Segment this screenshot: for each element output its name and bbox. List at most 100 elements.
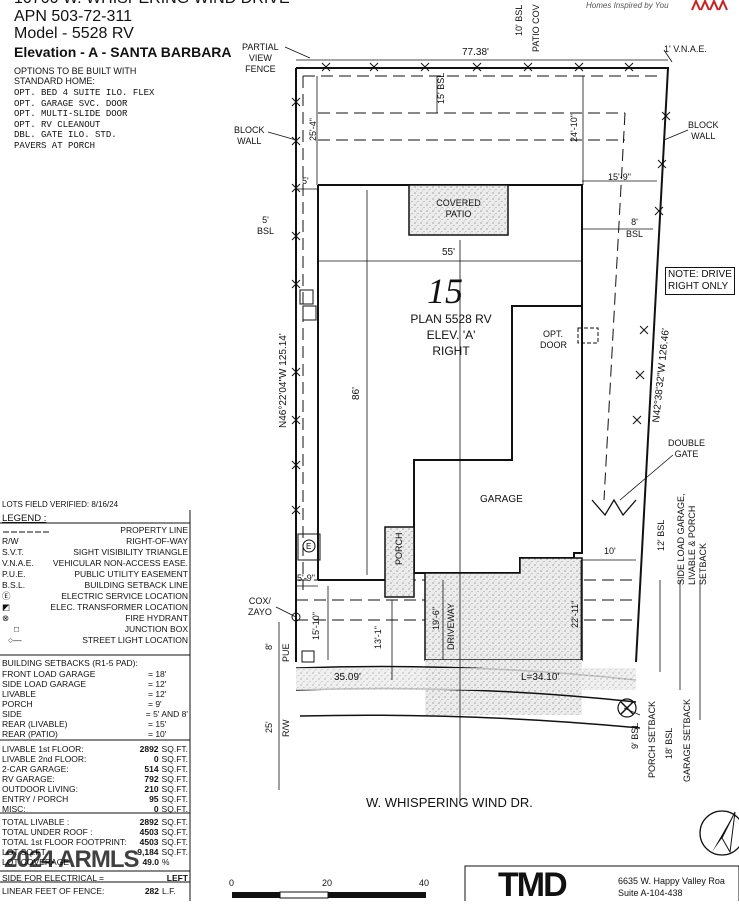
patio-cov-label: PATIO COV [531, 4, 541, 52]
plan-elevation: ELEV. 'A' [426, 328, 476, 342]
lots-verified: LOTS FIELD VERIFIED: 8/16/24 [2, 500, 119, 509]
electric-legend-icon: Ⓔ [2, 591, 11, 601]
bsl-12-label: 12' BSL [656, 519, 666, 551]
fence-marks [291, 62, 671, 515]
covered-patio [408, 184, 509, 236]
north-arrow-icon [699, 810, 739, 856]
apn-label: APN [14, 8, 47, 25]
plan-name: PLAN 5528 RV [410, 312, 492, 326]
watermark: 2024 ARMLS [4, 846, 139, 873]
fire-hydrant-icon [617, 698, 637, 718]
brand-logo-icon [691, 0, 728, 11]
title-block-box [464, 865, 739, 901]
bsl-15-label: 15' BSL [436, 72, 446, 104]
setback-row: SIDE= 5' AND 8' [2, 709, 188, 719]
porch [384, 526, 415, 598]
dim-left-bearing: N46°22'04"W 125.14' [278, 333, 289, 428]
dim-5: 5' [302, 176, 309, 186]
option-item: OPT. GARAGE SVC. DOOR [14, 98, 128, 109]
dim-width: 55' [442, 247, 456, 258]
electric-service-icon [302, 539, 316, 553]
garage-setback-label: GARAGE SETBACK [682, 698, 692, 782]
dim-front-left: 35.09' [334, 672, 361, 683]
driveway-label: DRIVEWAY [446, 602, 456, 650]
setback-row: REAR (LIVABLE)= 15' [2, 719, 167, 729]
house-footprint [317, 184, 583, 581]
cox-zayo-label: COX/ZAYO [248, 596, 272, 617]
scale-tick: 0 [229, 878, 235, 888]
leader-lines [267, 46, 689, 716]
electric-service-letter: E [306, 542, 311, 551]
scale-tick: 40 [419, 878, 430, 888]
electrical-row: SIDE FOR ELECTRICAL =LEFT [2, 873, 188, 883]
covered-patio-label-1: COVERED [436, 198, 481, 208]
apn-value: 503-72-311 [51, 8, 133, 25]
street-name: W. WHISPERING WIND DR. [366, 795, 533, 810]
table-rules [0, 510, 191, 901]
double-gate [591, 498, 637, 517]
model-label: Model - [14, 25, 68, 42]
porch-setback-label: PORCH SETBACK [647, 700, 657, 778]
cox-zayo-icon [291, 612, 301, 622]
junction-box-1 [299, 289, 314, 305]
transformer-legend-icon: ◩ [2, 602, 11, 612]
apn-row: APN 503-72-311 [14, 8, 132, 26]
title-block-address2: Suite A-104-438 [618, 888, 683, 898]
lot-number: 15 [427, 271, 463, 311]
option-item: DBL. GATE ILO. STD. [14, 130, 117, 140]
junction-legend-icon: □ [14, 624, 20, 634]
porch-label: PORCH [394, 532, 404, 565]
hydrant-legend-icon: ⊗ [2, 613, 10, 623]
rear-bsl-label: 10' BSL [514, 4, 524, 36]
setback-row: REAR (PATIO)= 10' [2, 729, 167, 739]
electric-service-box [297, 533, 321, 561]
dim-rear: 77.38' [462, 47, 489, 58]
drive-note: NOTE: DRIVE RIGHT ONLY [665, 267, 735, 295]
option-item: PAVERS AT PORCH [14, 140, 96, 151]
legend-title: LEGEND : [2, 513, 47, 524]
model-row: Model - 5528 RV [14, 25, 134, 43]
plan-orientation: RIGHT [432, 344, 470, 358]
dim-depth: 86' [351, 386, 362, 400]
setback-row: FRONT LOAD GARAGE= 18' [2, 669, 167, 679]
elevation-label: Elevation - A - SANTA BARBARA [14, 44, 232, 60]
model-value: 5528 RV [71, 25, 134, 42]
setback-row: PORCH= 9' [2, 699, 162, 709]
garage-label: GARAGE [480, 494, 523, 505]
setbacks-title: BUILDING SETBACKS (R1-5 PAD): [2, 658, 138, 668]
dim-15-10: 15'-10" [311, 612, 321, 640]
streetlight-legend-icon: ○— [8, 635, 22, 645]
dim-13-1: 13'-1" [373, 626, 383, 649]
dim-front-right: L=34.10' [521, 672, 560, 683]
scale-bar [232, 891, 426, 899]
covered-patio-label-2: PATIO [445, 209, 472, 219]
dim-8: 8' [264, 643, 274, 650]
option-item: OPT. RV CLEANOUT [14, 119, 101, 130]
option-item: OPT. BED 4 SUITE ILO. FLEX [14, 88, 155, 98]
dim-19-6: 19'-6" [431, 607, 441, 630]
dim-5-9: 5'-9" [297, 573, 315, 583]
options-intro-2: STANDARD HOME: [14, 76, 95, 86]
bsl-left-label: 5'BSL [257, 215, 275, 236]
junction-box-icon [301, 650, 315, 663]
vnae-label: 1' V.N.A.E. [664, 44, 707, 54]
option-item: OPT. MULTI-SLIDE DOOR [14, 109, 128, 119]
opt-door-box [577, 327, 599, 344]
pue-label: PUE [281, 643, 291, 662]
dim-24-10: 24'-10" [569, 114, 579, 142]
